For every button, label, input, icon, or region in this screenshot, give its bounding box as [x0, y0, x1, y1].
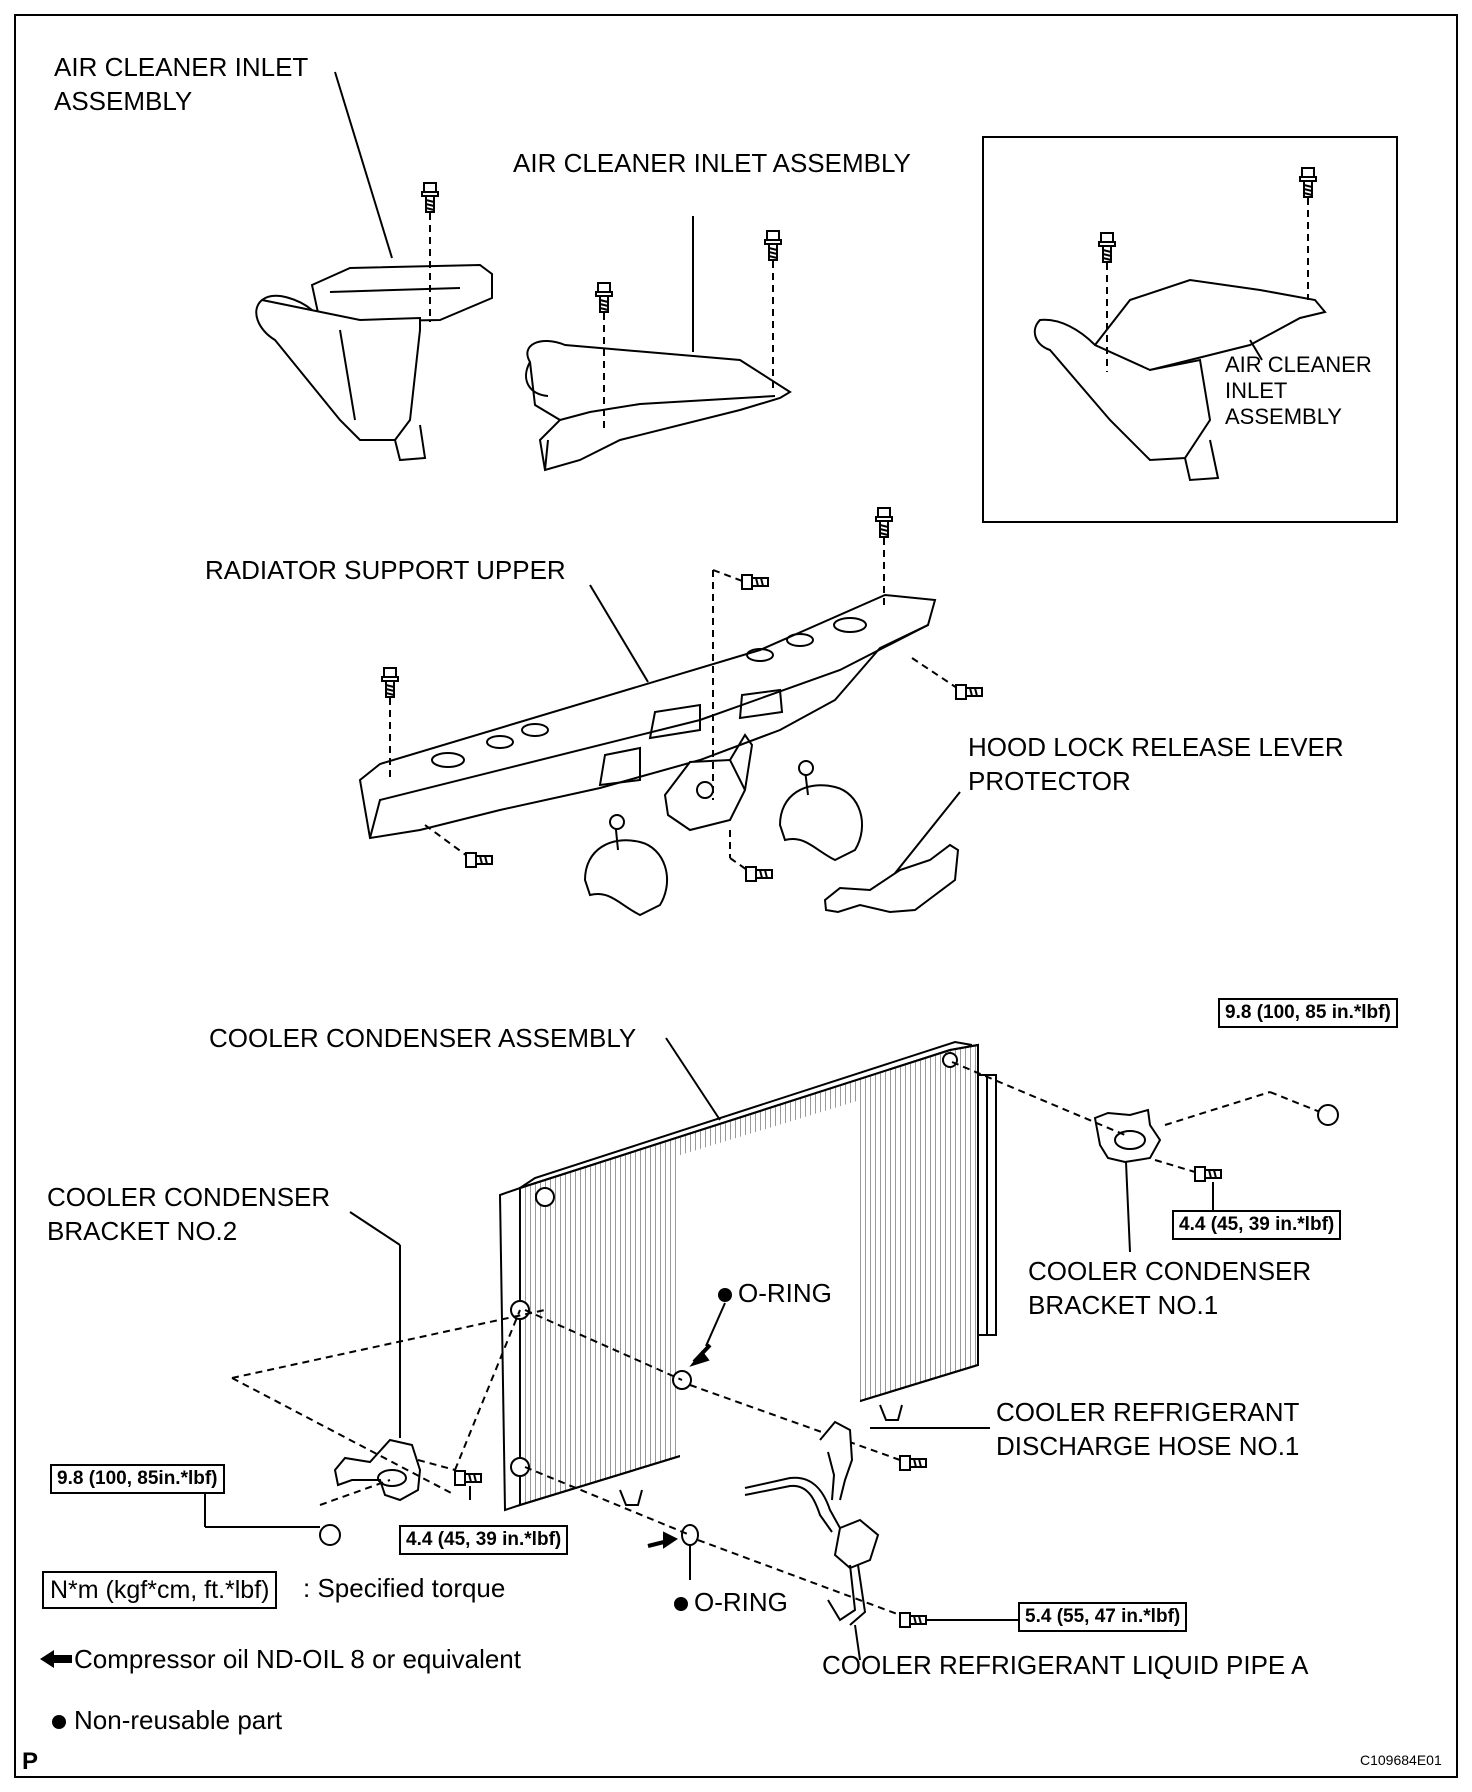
air-cleaner-inlet-center	[525, 216, 792, 472]
label-air-cleaner-inset: AIR CLEANER INLET ASSEMBLY	[1225, 352, 1372, 429]
diagram-frame	[14, 14, 1458, 1778]
bolt-icon	[899, 1455, 927, 1471]
legend-nonreusable-text: Non-reusable part	[74, 1705, 283, 1735]
torque-pipe-bolt: 5.4 (55, 47 in.*lbf)	[1018, 1602, 1188, 1632]
bolt-icon	[465, 852, 493, 868]
o-ring-upper-text: O-RING	[738, 1278, 832, 1308]
bolt-icon	[899, 1612, 927, 1628]
legend-torque-unit: N*m (kgf*cm, ft.*lbf)	[42, 1571, 278, 1609]
label-o-ring-lower: O-RING	[674, 1585, 788, 1619]
label-bracket-no2: COOLER CONDENSER BRACKET NO.2	[47, 1182, 331, 1246]
cooler-refrigerant-discharge-hose	[819, 1420, 990, 1501]
torque-bracket1-bolt: 4.4 (45, 39 in.*lbf)	[1172, 1210, 1342, 1240]
bolt-icon	[381, 667, 399, 698]
bolt-icon	[1098, 232, 1116, 263]
legend-torque-text: : Specified torque	[303, 1573, 506, 1603]
bolt-icon	[955, 684, 983, 700]
bolt-icon	[741, 574, 769, 590]
label-discharge-hose: COOLER REFRIGERANT DISCHARGE HOSE NO.1	[996, 1397, 1300, 1461]
label-o-ring-upper: O-RING	[718, 1276, 832, 1310]
arrow-left-icon	[40, 1650, 72, 1669]
o-ring-lower	[681, 1524, 699, 1546]
cooler-condenser-bracket-no2	[333, 1211, 422, 1502]
nut-icon	[319, 1524, 341, 1546]
bolt-icon	[745, 866, 773, 882]
horn-left	[583, 814, 669, 917]
bolt-icon	[764, 230, 782, 261]
air-cleaner-inlet-inset	[1033, 278, 1327, 482]
label-bracket-no1: COOLER CONDENSER BRACKET NO.1	[1028, 1256, 1312, 1320]
label-air-cleaner-center: AIR CLEANER INLET ASSEMBLY	[513, 148, 911, 178]
hood-lock-release-lever-protector	[823, 791, 961, 914]
bolt-icon	[454, 1470, 482, 1486]
bullet-dot-icon	[718, 1288, 732, 1303]
inset-box	[982, 136, 1398, 523]
legend-oil-text: Compressor oil ND-OIL 8 or equivalent	[74, 1644, 521, 1674]
label-liquid-pipe: COOLER REFRIGERANT LIQUID PIPE A	[822, 1650, 1309, 1680]
air-cleaner-inlet-left	[255, 71, 493, 462]
cooler-condenser-assembly	[498, 1037, 997, 1512]
legend-nonreusable: Non-reusable part	[52, 1703, 282, 1737]
bolt-icon	[421, 182, 439, 213]
label-hood-lock-release-lever-protector: HOOD LOCK RELEASE LEVER PROTECTOR	[968, 732, 1344, 796]
legend-oil: Compressor oil ND-OIL 8 or equivalent	[40, 1642, 521, 1676]
o-ring-lower-text: O-RING	[694, 1587, 788, 1617]
horn-right	[778, 760, 864, 862]
bolt-icon	[1194, 1166, 1222, 1182]
corner-letter: P	[22, 1748, 39, 1775]
bolt-icon	[1299, 167, 1317, 198]
torque-top-right: 9.8 (100, 85 in.*lbf)	[1218, 998, 1398, 1028]
bolt-icon	[875, 507, 893, 538]
bullet-dot-icon	[52, 1715, 66, 1730]
cooler-condenser-bracket-no1	[1093, 1108, 1162, 1253]
label-air-cleaner-left: AIR CLEANER INLET ASSEMBLY	[54, 52, 309, 116]
label-radiator-support-upper: RADIATOR SUPPORT UPPER	[205, 555, 566, 585]
torque-left-nut: 9.8 (100, 85in.*lbf)	[50, 1464, 225, 1494]
torque-bracket2-bolt: 4.4 (45, 39 in.*lbf)	[399, 1525, 569, 1555]
bolt-icon	[595, 282, 613, 313]
label-cooler-condenser-assembly: COOLER CONDENSER ASSEMBLY	[209, 1023, 637, 1053]
cooler-refrigerant-liquid-pipe	[744, 1476, 880, 1661]
hood-lock	[663, 733, 754, 832]
radiator-support-upper	[358, 584, 937, 840]
figure-id: C109684E01	[1360, 1752, 1442, 1768]
nut-icon	[1317, 1104, 1339, 1126]
bullet-dot-icon	[674, 1597, 688, 1612]
